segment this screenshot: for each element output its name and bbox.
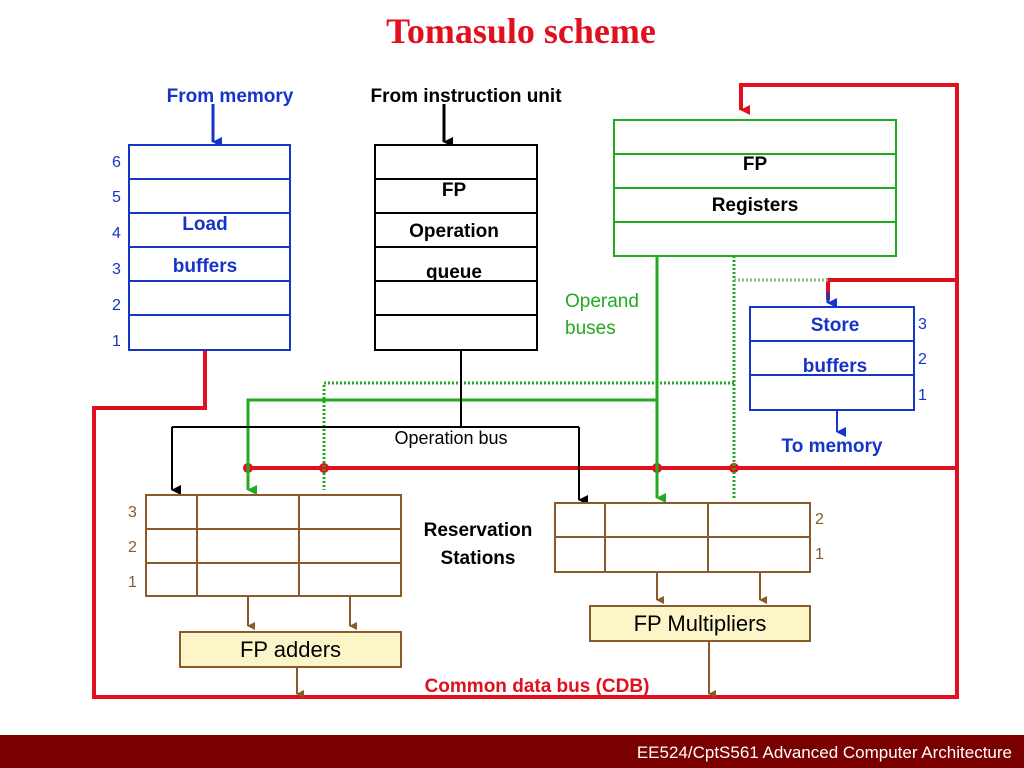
op-queue-label-3: queue: [426, 262, 482, 283]
fp-registers-box: [613, 119, 897, 257]
store-buffers-label-2: buffers: [802, 356, 868, 377]
fp-multipliers-unit: FP Multipliers: [589, 605, 811, 642]
from-instruction-unit-label: From instruction unit: [370, 86, 562, 107]
cdb-label: Common data bus (CDB): [424, 676, 650, 697]
footer-text: EE524/CptS561 Advanced Computer Architec…: [636, 743, 1012, 762]
reservation-stations-label-1: Reservation: [423, 520, 533, 541]
operation-bus: [171, 350, 588, 505]
store-buffer-number: 3: [918, 316, 927, 333]
load-buffer-number: 4: [112, 225, 121, 242]
from-memory-label: From memory: [166, 86, 294, 107]
diagram-canvas: [92, 83, 959, 699]
store-buffers-label-1: Store: [810, 315, 860, 336]
mult-rs-box: [554, 502, 811, 573]
adder-rs-number: 1: [128, 574, 137, 591]
load-buffer-number: 6: [112, 154, 121, 171]
adder-rs-number: 2: [128, 539, 137, 556]
adder-rs-number: 3: [128, 504, 137, 521]
store-buffer-number: 2: [918, 351, 927, 368]
op-queue-box: [374, 144, 538, 351]
mult-rs-number: 2: [815, 511, 824, 528]
operand-buses-label-2: buses: [565, 318, 616, 339]
to-memory-label: To memory: [781, 436, 883, 457]
mult-rs-number: 1: [815, 546, 824, 563]
fp-adders-unit: FP adders: [179, 631, 402, 668]
store-buffers-box: [749, 306, 915, 411]
page-title: Tomasulo scheme: [386, 11, 656, 51]
fp-registers-label-1: FP: [742, 154, 768, 175]
operand-bus-hatched: [322, 256, 828, 498]
reservation-stations-label-2: Stations: [440, 548, 516, 569]
operand-buses-label-1: Operand: [565, 291, 639, 312]
load-buffers-label-2: buffers: [172, 256, 238, 277]
adder-rs-box: [145, 494, 402, 597]
load-buffer-number: 5: [112, 189, 121, 206]
load-buffer-number: 1: [112, 333, 121, 350]
store-buffer-number: 1: [918, 387, 927, 404]
unit-connections: [247, 572, 767, 698]
op-queue-label-1: FP: [441, 180, 467, 201]
load-buffers-box: [128, 144, 291, 351]
load-buffer-number: 2: [112, 297, 121, 314]
footer-bar: EE524/CptS561 Advanced Computer Architec…: [0, 735, 1024, 768]
load-buffers-label-1: Load: [182, 214, 228, 235]
operation-bus-label: Operation bus: [392, 428, 510, 448]
operand-bus-solid: [246, 256, 666, 503]
fp-registers-label-2: Registers: [711, 195, 799, 216]
load-buffer-number: 3: [112, 261, 121, 278]
op-queue-label-2: Operation: [409, 221, 499, 242]
